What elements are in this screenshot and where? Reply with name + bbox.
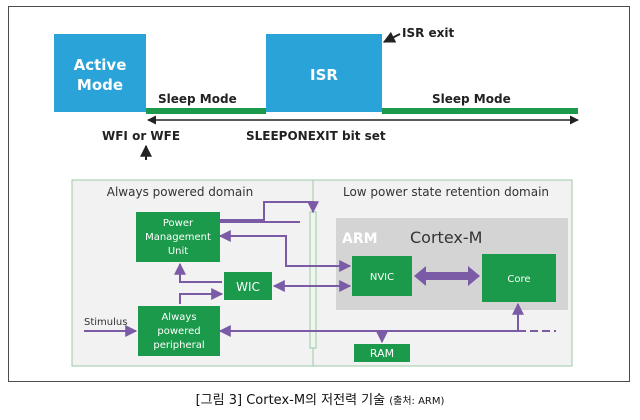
periph-label-1: Always [161, 312, 196, 323]
low-power-domain-label: Low power state retention domain [343, 185, 549, 199]
figure-frame [8, 6, 630, 382]
isr-label: ISR [310, 66, 338, 84]
active-mode-label-2: Mode [77, 76, 123, 94]
pmu-label-2: Management [145, 232, 211, 243]
ram-block [354, 344, 410, 362]
sleep-mode-label-2: Sleep Mode [432, 92, 511, 106]
core-block [482, 254, 556, 302]
pmu-to-domain-line [220, 201, 319, 221]
wfi-label: WFI or WFE [102, 129, 180, 143]
nvic-label: NVIC [370, 272, 394, 283]
isr-block [266, 34, 382, 112]
nvic-core-double-arrow [414, 266, 480, 286]
active-mode-label-1: Active [74, 56, 127, 74]
active-mode-block [54, 34, 146, 112]
caption-source: (출처: ARM) [389, 396, 445, 407]
cortex-m-label: Cortex-M [410, 228, 482, 247]
arm-label: ARM [342, 231, 378, 247]
periph-to-wic [179, 288, 224, 304]
sleep-mode-label-1: Sleep Mode [158, 92, 237, 106]
periph-label-2: powered [157, 326, 200, 337]
sleeponexit-label: SLEEPONEXIT bit set [246, 129, 386, 143]
sleep-bar-1 [146, 108, 266, 114]
stimulus-label: Stimulus [84, 317, 127, 328]
pmu-label-3: Unit [168, 246, 188, 257]
core-label: Core [507, 274, 530, 285]
nvic-block [352, 256, 412, 296]
wic-to-pmu [174, 262, 222, 283]
pmu-label-1: Power [163, 218, 194, 229]
wic-label: WIC [236, 280, 260, 294]
periph-label-3: peripheral [153, 340, 204, 351]
sleep-bar-2 [382, 108, 578, 114]
connections [84, 201, 556, 344]
pmu-down-to-nvic [218, 230, 352, 272]
always-powered-peripheral-block [138, 306, 220, 356]
isr-exit-label: ISR exit [402, 26, 455, 40]
ram-label: RAM [370, 347, 394, 360]
figure-caption: [그림 3] Cortex-M의 저전력 기술 (출처: ARM) [0, 389, 640, 408]
isr-exit-arrow [382, 31, 401, 43]
pmu-block [136, 212, 220, 262]
caption-main: [그림 3] Cortex-M의 저전력 기술 [195, 393, 386, 408]
always-powered-domain-label: Always powered domain [107, 185, 253, 199]
isolation-strip [309, 211, 317, 349]
wic-block [224, 272, 272, 300]
